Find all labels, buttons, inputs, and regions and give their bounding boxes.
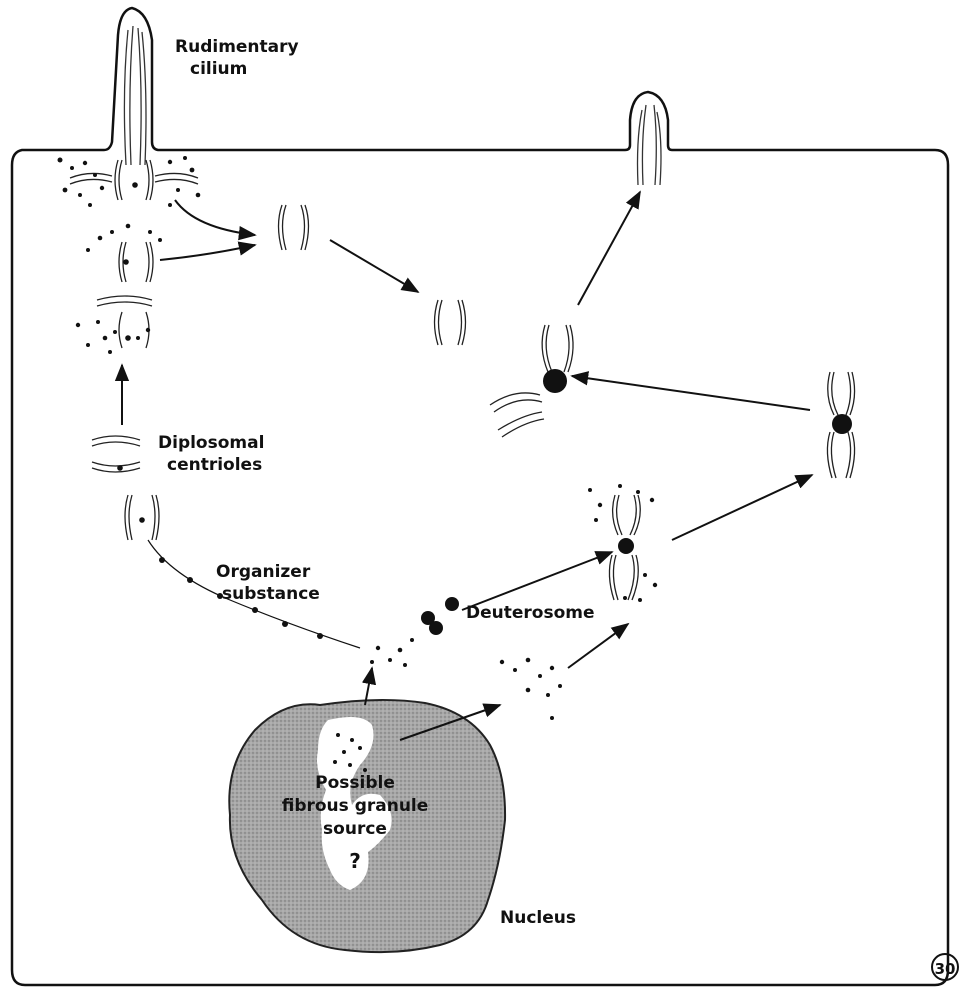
basal-body-left-upper (70, 160, 198, 200)
label-source-3: source (290, 818, 420, 840)
label-diplosomal-2: centrioles (167, 454, 262, 476)
label-organizer-1: Organizer (216, 561, 310, 583)
basal-body-left-middle (97, 242, 153, 348)
label-source-2: fibrous granule (275, 795, 435, 817)
label-organizer-2: substance (222, 583, 320, 605)
label-deuterosome: Deuterosome (466, 602, 595, 624)
free-centriole-1 (279, 205, 309, 250)
new-cilium-axoneme (638, 105, 662, 185)
deuterosome-bodies (421, 369, 852, 635)
label-diplosomal-1: Diplosomal (158, 432, 264, 454)
diplosomal-centrioles (92, 436, 159, 540)
label-rudimentary-cilium-1: Rudimentary (175, 36, 299, 58)
free-centriole-2 (435, 300, 466, 345)
label-source-1: Possible (290, 772, 420, 794)
label-rudimentary-cilium-2: cilium (190, 58, 247, 80)
rudimentary-cilium-axoneme (124, 26, 146, 165)
figure-number: 30 (931, 953, 959, 981)
label-source-question: ? (330, 850, 380, 872)
fibrous-granules (58, 156, 658, 720)
label-nucleus: Nucleus (500, 907, 576, 929)
